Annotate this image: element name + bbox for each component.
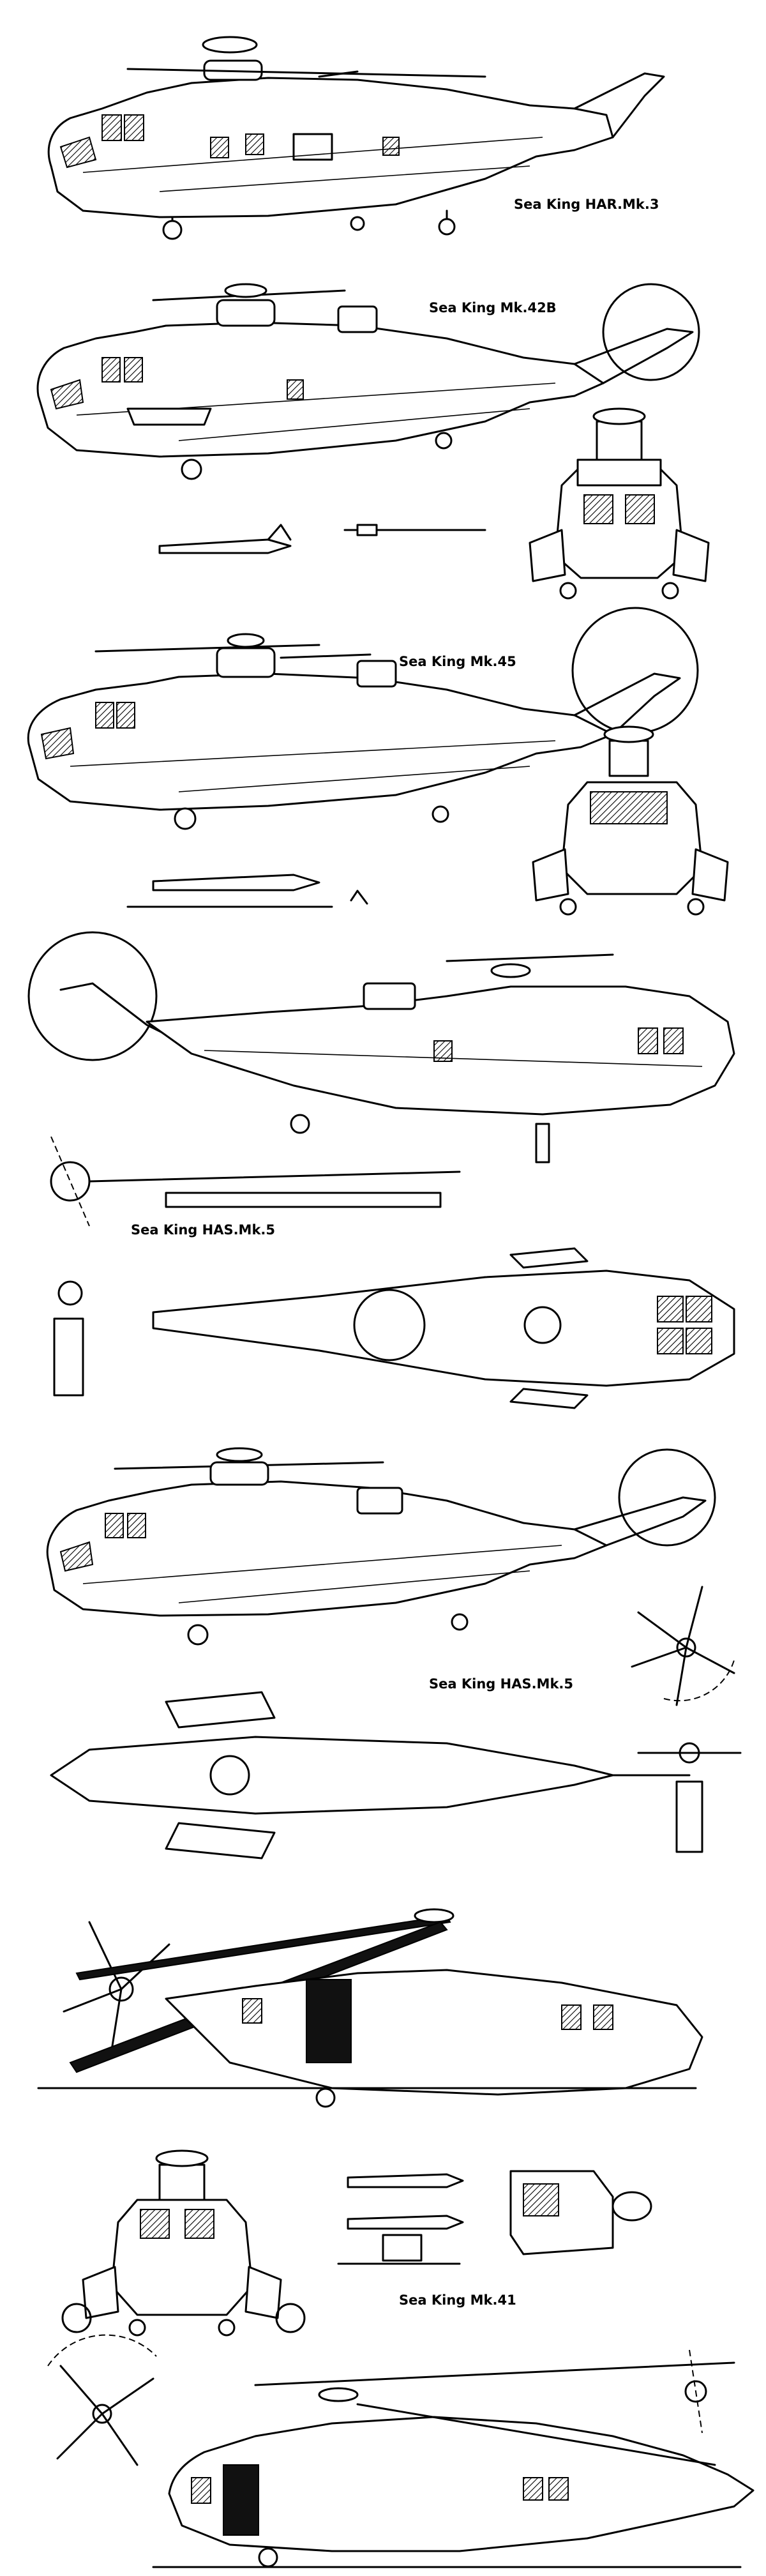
has-mk5-b-top-view [50, 1691, 742, 1860]
folded-blade-side-view [37, 1908, 703, 2108]
caption-mk42b: Sea King Mk.42B [429, 300, 557, 315]
has-mk5-b-side-view [46, 1447, 716, 1646]
mk42b-side-view [36, 283, 700, 480]
mk45-store [126, 874, 368, 908]
has-mk5-top-view [53, 1247, 735, 1409]
mk45-front-view [532, 725, 729, 916]
has-mk5-side-view [27, 931, 735, 1163]
caption-mk45: Sea King Mk.45 [399, 654, 516, 669]
mk41-front-view [61, 2149, 306, 2337]
caption-har-mk3: Sea King HAR.Mk.3 [514, 197, 659, 212]
rotor-hub-plan [631, 1586, 735, 1706]
has-mk5-blades [50, 1136, 461, 1227]
caption-has-mk5-b: Sea King HAS.Mk.5 [429, 1676, 573, 1692]
caption-mk41: Sea King Mk.41 [399, 2292, 516, 2308]
caption-has-mk5-a: Sea King HAS.Mk.5 [131, 1222, 275, 1238]
mk41-rotor-plan [47, 2334, 157, 2466]
har-mk3-side-view [47, 36, 665, 240]
mk41-stores-detail [337, 2170, 652, 2265]
mk42b-front-view [529, 407, 710, 600]
mk41-side-view [152, 2349, 755, 2568]
mk42b-stores [158, 524, 486, 554]
